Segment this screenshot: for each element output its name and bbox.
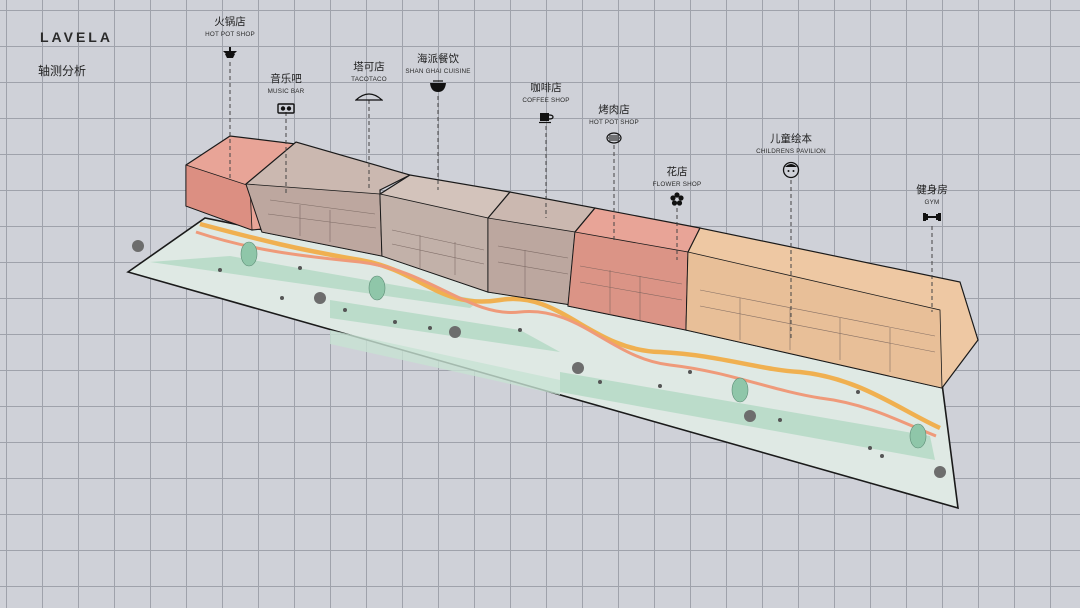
bowl-icon bbox=[429, 79, 447, 98]
salmon-flow-path bbox=[195, 230, 937, 438]
tree-dark bbox=[934, 466, 946, 478]
tree-dark bbox=[132, 240, 144, 252]
dumbbell-icon bbox=[922, 210, 942, 228]
radio-icon bbox=[277, 101, 295, 119]
coffee-cup-icon bbox=[538, 110, 554, 129]
tree bbox=[368, 275, 386, 301]
tree bbox=[240, 241, 258, 267]
tree-dark bbox=[449, 326, 461, 338]
tree-dark bbox=[314, 292, 326, 304]
page-title: 轴测分析 bbox=[38, 64, 87, 78]
green-strip-lower-2 bbox=[330, 330, 560, 395]
tree-dark bbox=[572, 362, 584, 374]
green-strip-upper-2 bbox=[330, 300, 560, 352]
hot-pot-icon bbox=[222, 46, 238, 65]
brand-logo: LAVELA bbox=[40, 29, 113, 45]
tree-dark bbox=[744, 410, 756, 422]
tree bbox=[731, 377, 749, 403]
grill-icon bbox=[606, 131, 622, 149]
child-face-icon bbox=[782, 161, 800, 184]
tree bbox=[909, 423, 927, 449]
orange-flow-path bbox=[199, 221, 941, 431]
flower-icon bbox=[670, 192, 684, 211]
green-strip-upper bbox=[150, 256, 480, 308]
taco-icon bbox=[354, 88, 384, 106]
